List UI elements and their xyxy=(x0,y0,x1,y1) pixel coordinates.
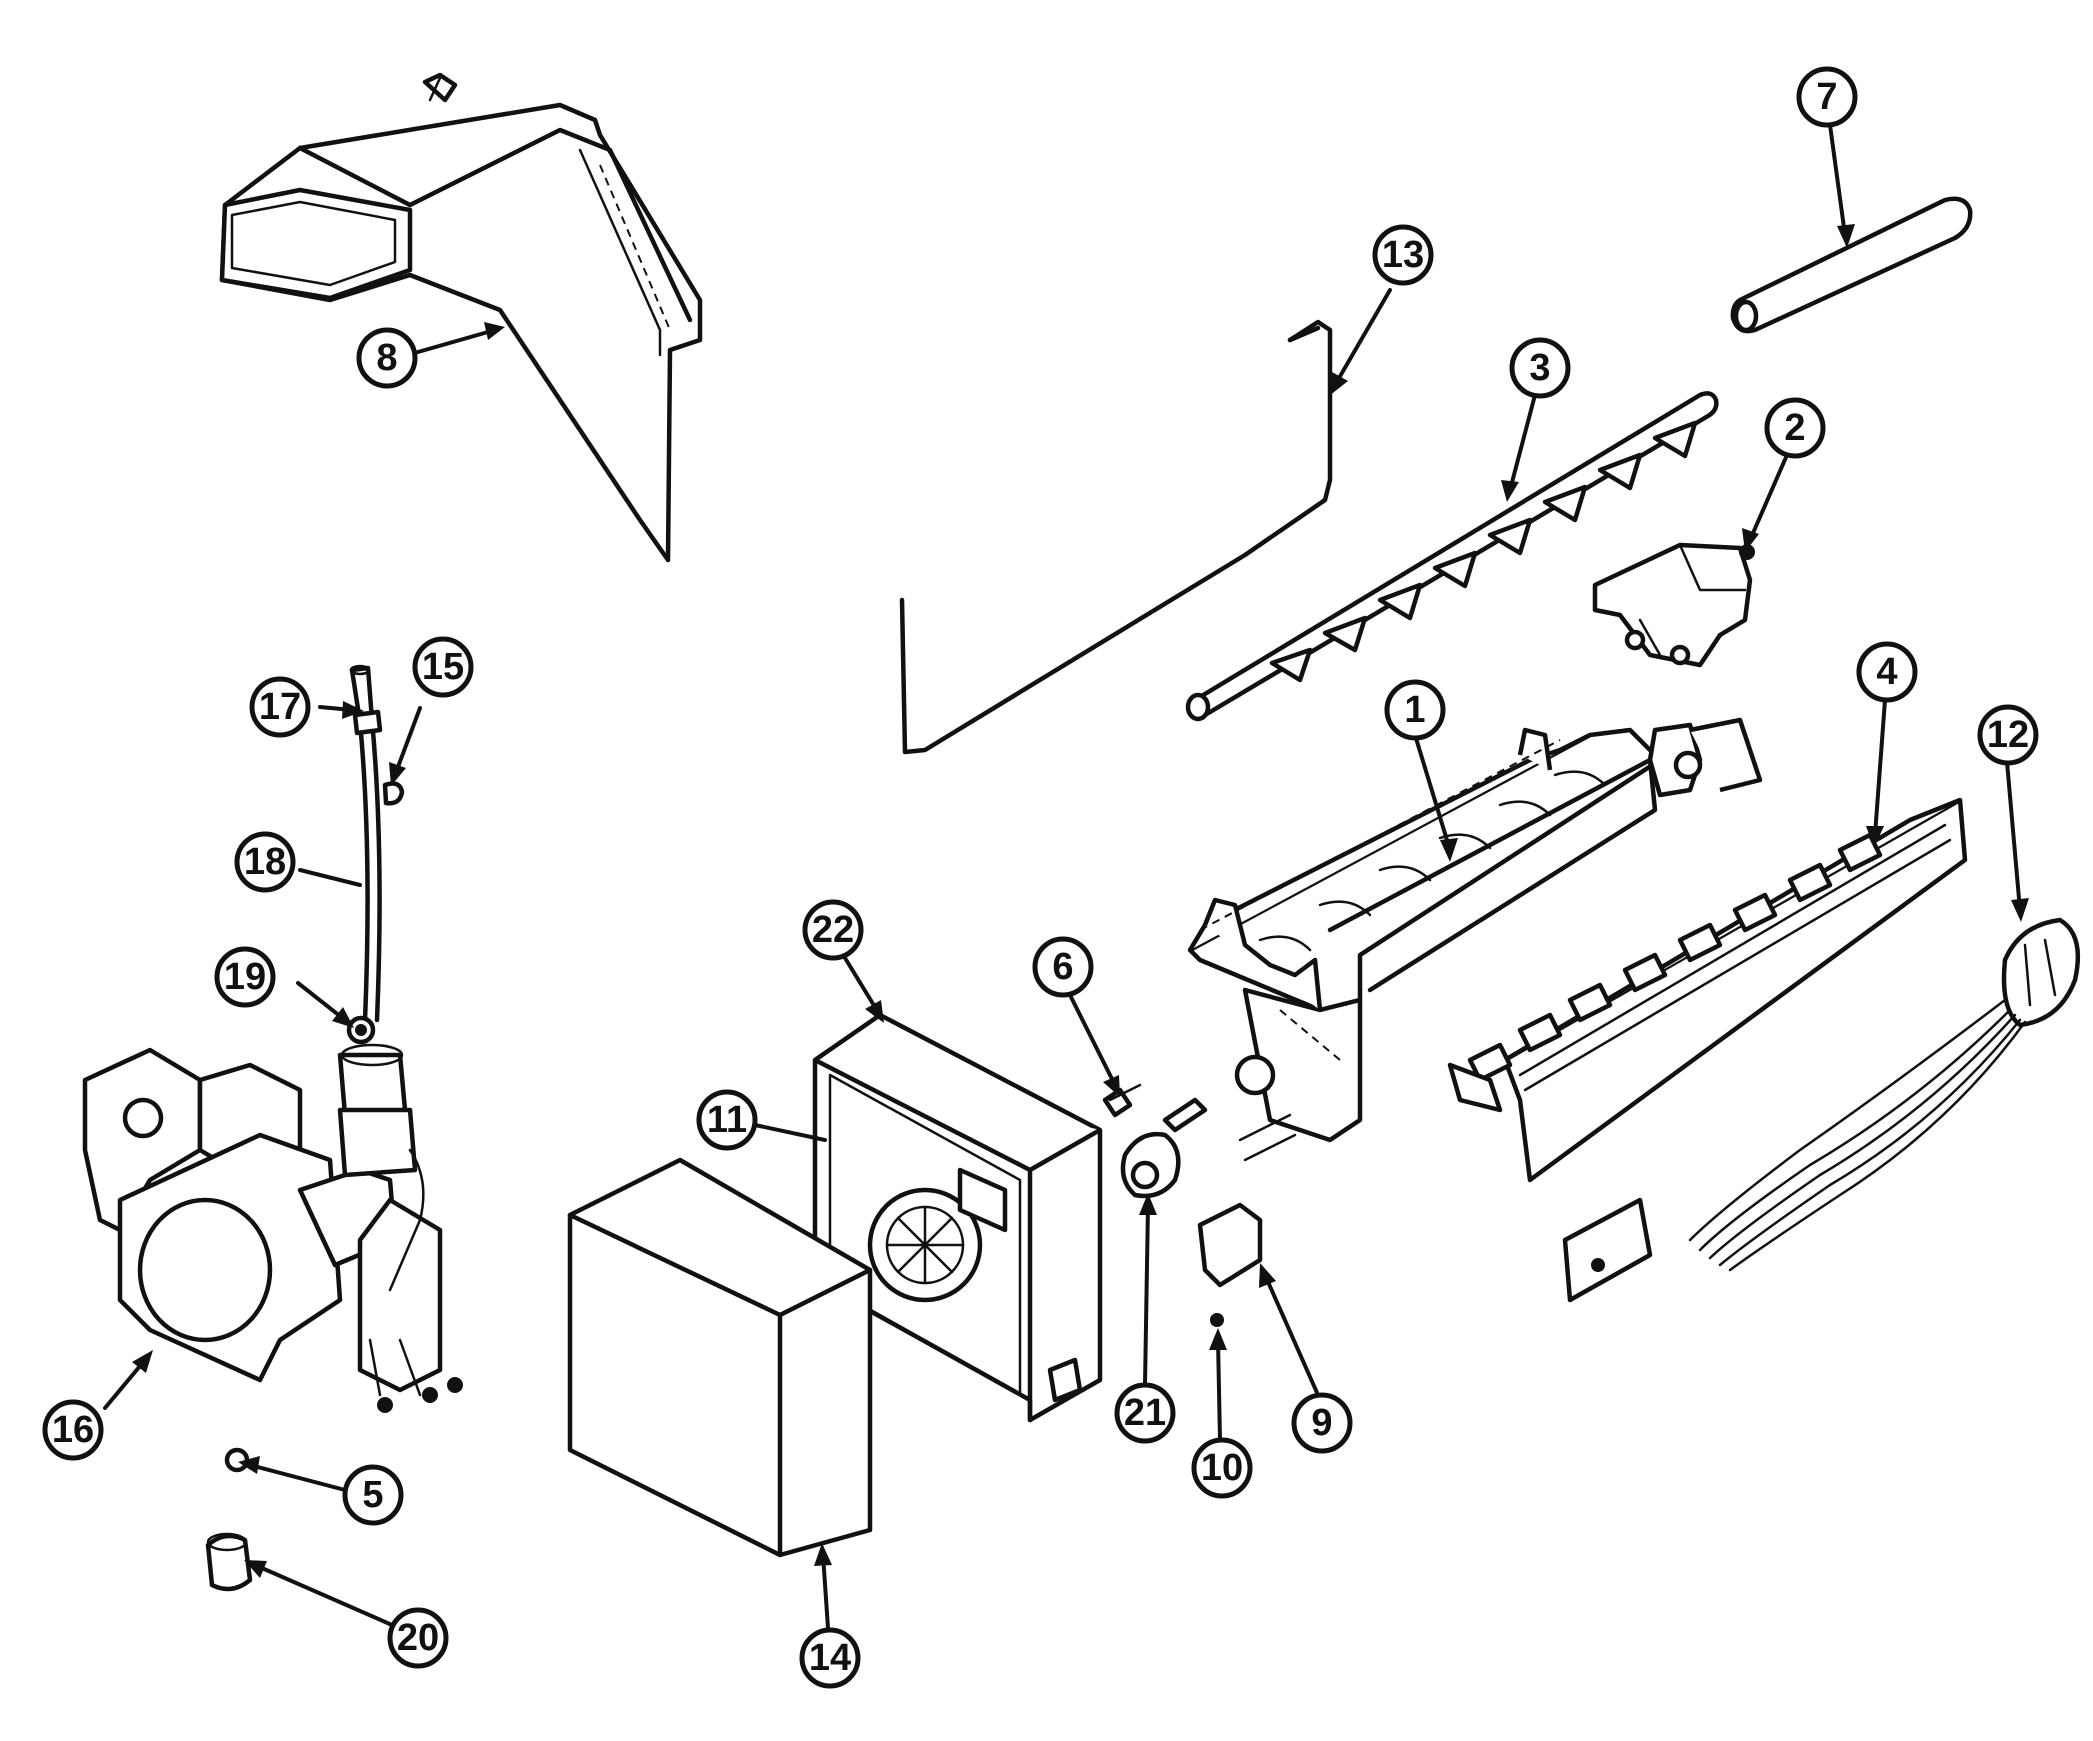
part-water-valve xyxy=(82,1043,463,1413)
callout-16: 16 xyxy=(42,1399,104,1461)
part-cover xyxy=(567,1157,873,1558)
callout-15: 15 xyxy=(412,636,474,698)
callout-12: 12 xyxy=(1977,704,2039,766)
callout-18: 18 xyxy=(234,831,296,893)
callout-11: 11 xyxy=(696,1089,758,1151)
callout-17-label: 17 xyxy=(259,686,301,728)
callout-4-label: 4 xyxy=(1876,651,1897,693)
callout-14: 14 xyxy=(799,1627,861,1689)
callout-10: 10 xyxy=(1191,1437,1253,1499)
part-fill-tube xyxy=(346,664,405,1045)
part-fill-chute xyxy=(219,72,703,563)
callout-19-label: 19 xyxy=(224,956,266,998)
callout-5-label: 5 xyxy=(362,1474,383,1516)
callout-22-label: 22 xyxy=(812,909,854,951)
part-bearing xyxy=(1592,542,1755,668)
callout-1: 1 xyxy=(1384,679,1446,741)
callout-7: 7 xyxy=(1796,66,1858,128)
part-wiring-harness xyxy=(1562,917,2081,1303)
callout-21: 21 xyxy=(1114,1382,1176,1444)
callout-21-label: 21 xyxy=(1124,1392,1166,1434)
leader-lines xyxy=(103,123,2029,1630)
part-control-housing xyxy=(812,1012,1103,1423)
part-small-components xyxy=(1102,1083,1297,1327)
part-shutoff-arm xyxy=(899,319,1333,755)
callout-19: 19 xyxy=(214,946,276,1008)
part-stripper xyxy=(1447,797,1968,1183)
callout-2: 2 xyxy=(1764,397,1826,459)
part-clip-and-nut xyxy=(205,1447,253,1592)
callout-13-label: 13 xyxy=(1382,234,1424,276)
callout-7-label: 7 xyxy=(1816,76,1837,118)
part-ejector xyxy=(1185,391,1719,722)
callout-22: 22 xyxy=(802,899,864,961)
callout-5: 5 xyxy=(342,1464,404,1526)
callout-9: 9 xyxy=(1291,1392,1353,1454)
callout-3-label: 3 xyxy=(1529,347,1550,389)
callout-4: 4 xyxy=(1856,641,1918,703)
callout-9-label: 9 xyxy=(1311,1402,1332,1444)
part-rod xyxy=(1730,196,1973,334)
callout-15-label: 15 xyxy=(422,646,464,688)
callout-12-label: 12 xyxy=(1987,714,2029,756)
part-mold xyxy=(1187,717,1763,1143)
callout-8-label: 8 xyxy=(376,337,397,379)
callout-3: 3 xyxy=(1509,337,1571,399)
callout-20-label: 20 xyxy=(397,1617,439,1659)
stripper-fingers xyxy=(1447,832,1883,1113)
callout-14-label: 14 xyxy=(809,1637,851,1679)
callout-2-label: 2 xyxy=(1784,407,1805,449)
callout-16-label: 16 xyxy=(52,1409,94,1451)
callout-10-label: 10 xyxy=(1201,1447,1243,1489)
callout-11-label: 11 xyxy=(707,1099,747,1141)
callout-13: 13 xyxy=(1372,224,1434,286)
callout-1-label: 1 xyxy=(1404,689,1425,731)
callout-8: 8 xyxy=(356,327,418,389)
callout-17: 17 xyxy=(249,676,311,738)
callout-6: 6 xyxy=(1032,936,1094,998)
callout-6-label: 6 xyxy=(1052,946,1073,988)
ejector-fins xyxy=(1269,420,1698,683)
callout-20: 20 xyxy=(387,1607,449,1669)
callout-18-label: 18 xyxy=(244,841,286,883)
